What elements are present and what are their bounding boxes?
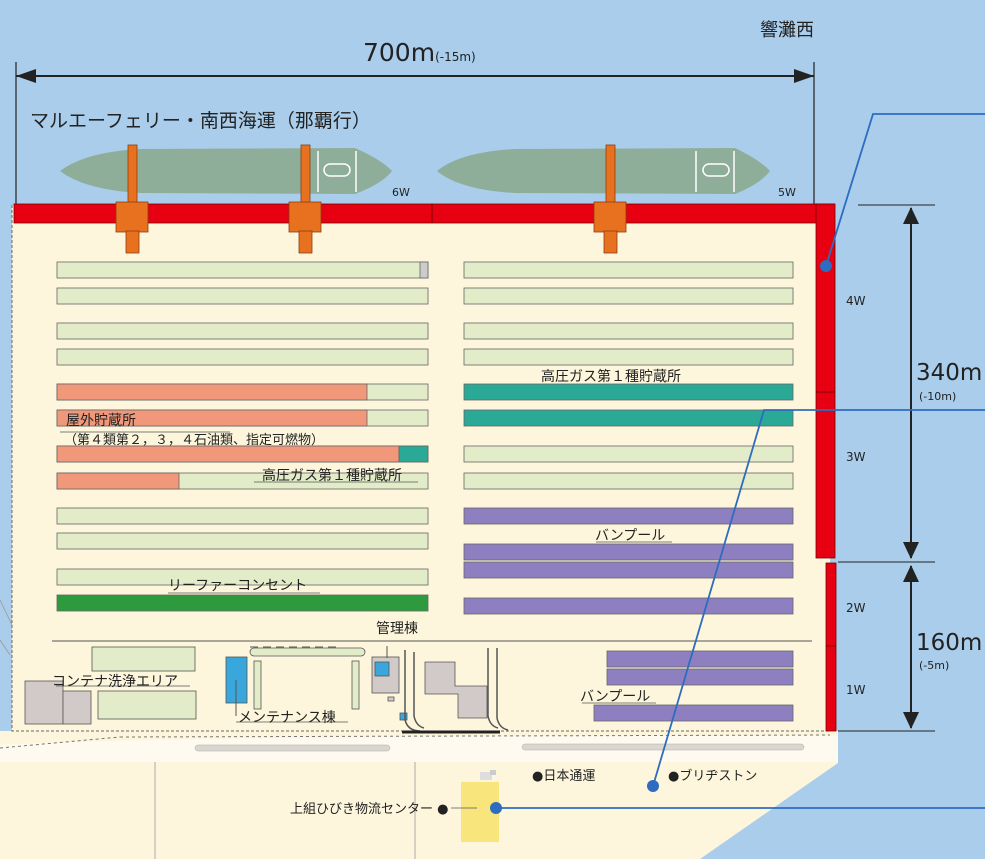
berth-6w: 6W <box>392 186 410 199</box>
berth-4w: 4W <box>846 294 866 308</box>
hazmat-detail-label: （第４類第２，３，４石油類、指定可燃物） <box>64 433 325 448</box>
width-depth: (-15m) <box>435 50 476 64</box>
callout-line-2 <box>652 409 985 787</box>
ferry-label: マルエーフェリー・南西海運（那覇行） <box>30 110 371 132</box>
wash-area-top <box>91 646 196 672</box>
building <box>62 690 92 725</box>
vanpool-row <box>463 507 794 525</box>
dim-340-value: 340m <box>916 360 983 386</box>
gas-storage-label-right: 高圧ガス第１種貯蔵所 <box>541 369 681 385</box>
hazmat-label: 屋外貯蔵所 <box>66 413 136 429</box>
slot-row <box>463 472 794 490</box>
dim-160-value: 160m <box>916 630 983 656</box>
crane-2 <box>288 144 322 254</box>
slot-row <box>463 348 794 366</box>
crane-1 <box>115 144 149 254</box>
slot-row <box>56 568 429 586</box>
slot-row <box>56 507 429 525</box>
gas-storage-label-left: 高圧ガス第１種貯蔵所 <box>262 468 402 484</box>
reefer-label: リーファーコンセント <box>168 578 308 594</box>
gas-row <box>463 383 794 401</box>
slot-row <box>56 322 429 340</box>
slot-row <box>463 322 794 340</box>
ship-6w <box>60 148 392 194</box>
quay-east-upper <box>815 203 836 559</box>
width-dimension: 700m(-15m) <box>363 38 476 67</box>
berth-5w: 5W <box>778 186 796 199</box>
vanpool-row <box>463 561 794 579</box>
building <box>424 661 488 719</box>
hazmat-row <box>56 409 368 427</box>
slot-row <box>463 261 794 279</box>
building <box>24 680 64 725</box>
reefer-row <box>56 594 429 612</box>
slot-row <box>56 261 429 279</box>
lower-land <box>0 731 838 859</box>
width-value: 700m <box>363 38 436 67</box>
wash-area-bottom <box>97 690 197 720</box>
quay-east-lower <box>825 562 837 732</box>
hazmat-row <box>56 383 368 401</box>
vanpool-label-1: バンプール <box>595 528 666 544</box>
sea-name: 響灘西 <box>760 20 814 41</box>
wash-area-label: コンテナ洗浄エリア <box>52 674 178 690</box>
slot-row <box>463 287 794 305</box>
slot-row <box>56 287 429 305</box>
crane-3 <box>593 144 627 254</box>
vanpool-row <box>463 597 794 615</box>
maintenance-label: メンテナンス棟 <box>238 710 336 726</box>
hazmat-row <box>56 445 400 463</box>
road-band <box>0 735 838 762</box>
vanpool-row <box>606 668 794 686</box>
kamigumi-label: 上組ひびき物流センター ● <box>290 802 449 817</box>
admin-label: 管理棟 <box>376 621 418 637</box>
hazmat-row <box>56 472 180 490</box>
berth-1w: 1W <box>846 683 866 697</box>
vanpool-label-2: バンプール <box>580 689 651 705</box>
callout-line-1 <box>825 113 985 267</box>
gas-block <box>398 445 429 463</box>
slot-row <box>56 532 429 550</box>
bridgestone-label: ●ブリヂストン <box>668 769 758 784</box>
nittsu-label: ●日本通運 <box>532 769 596 784</box>
gas-row <box>463 409 794 427</box>
vanpool-row <box>593 704 794 722</box>
dim-340-depth: (-10m) <box>919 390 957 403</box>
slot-row <box>56 348 429 366</box>
ship-5w <box>437 148 770 194</box>
vanpool-row <box>463 543 794 561</box>
dim-160-depth: (-5m) <box>919 659 950 672</box>
slot-row <box>463 445 794 463</box>
berth-3w: 3W <box>846 450 866 464</box>
vanpool-row <box>606 650 794 668</box>
berth-2w: 2W <box>846 601 866 615</box>
